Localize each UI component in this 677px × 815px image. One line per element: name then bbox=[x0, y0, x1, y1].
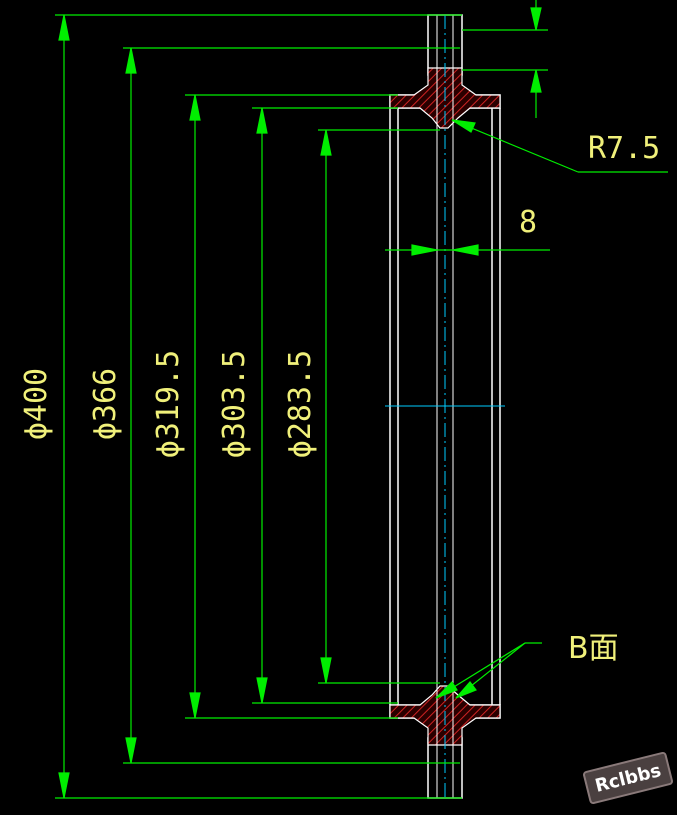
dim-366-line bbox=[125, 47, 137, 764]
dim-8-text: 8 bbox=[519, 205, 537, 240]
dim-319-line bbox=[189, 94, 201, 719]
dim-flange-thickness bbox=[462, 0, 548, 118]
dim-319-text: ϕ319.5 bbox=[151, 350, 186, 458]
rclbbs-watermark: Rclbbs bbox=[583, 751, 673, 805]
centerlines bbox=[385, 15, 505, 798]
dim-303-line bbox=[256, 107, 268, 704]
dim-283-line bbox=[320, 129, 332, 684]
dim-283-text: ϕ283.5 bbox=[283, 350, 318, 458]
dim-400-line bbox=[58, 14, 70, 799]
dim-366-text: ϕ366 bbox=[88, 368, 123, 440]
b-face-note: B面 bbox=[568, 631, 619, 666]
leader-b-face bbox=[435, 642, 542, 699]
radius-note: R7.5 bbox=[588, 131, 660, 166]
dimension-lines bbox=[55, 0, 668, 799]
leader-r75 bbox=[451, 119, 668, 173]
dim-400-text: ϕ400 bbox=[19, 368, 54, 440]
dim-303-text: ϕ303.5 bbox=[217, 350, 252, 458]
dim-8-line bbox=[385, 244, 550, 256]
